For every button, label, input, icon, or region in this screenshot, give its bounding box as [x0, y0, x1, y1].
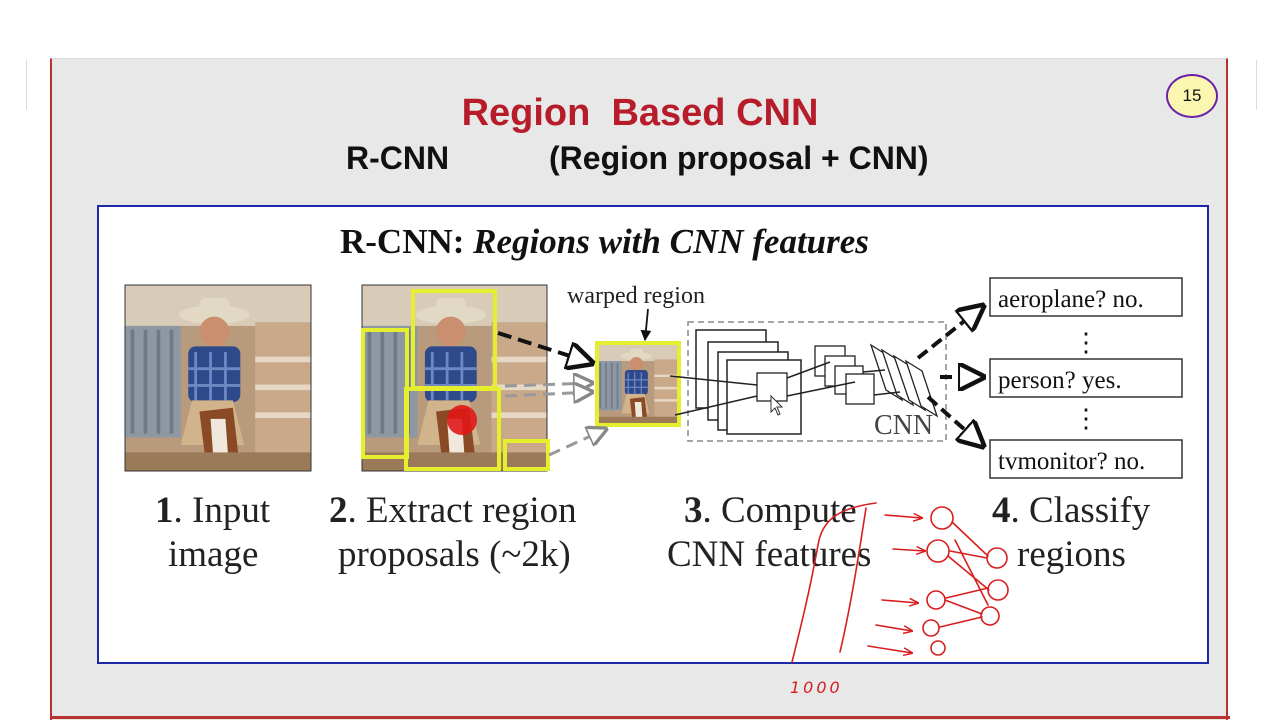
- right-edge-line: [1256, 60, 1257, 110]
- cnn-to-output-arrow: [916, 306, 983, 360]
- step-caption: image: [168, 534, 258, 575]
- subtitle-description: (Region proposal + CNN): [549, 140, 929, 176]
- output-label: person? yes.: [998, 367, 1122, 394]
- output-box: tvmonitor? no.: [989, 439, 1183, 479]
- handwritten-1000: 1000: [790, 678, 843, 697]
- ink-bracket-inner: [839, 507, 867, 653]
- warped-region-label: warped region: [567, 283, 705, 309]
- ink-neuron: [986, 547, 1008, 569]
- ink-neuron: [926, 539, 950, 563]
- proposal-to-warp-arrow: [497, 331, 592, 363]
- step-caption: proposals (~2k): [338, 534, 571, 575]
- ink-neuron: [930, 640, 946, 656]
- output-box: aeroplane? no.: [989, 277, 1183, 317]
- cnn-block: CNN: [669, 321, 947, 442]
- slide-number-badge: 15: [1166, 74, 1218, 118]
- region-proposal-boxes: [361, 289, 550, 471]
- ellipsis-dots: ⋮: [1073, 404, 1099, 433]
- cnn-to-output-arrow: [926, 395, 983, 446]
- ink-neuron: [922, 619, 940, 637]
- input-image: [124, 284, 312, 472]
- mouse-cursor-icon: [770, 394, 784, 416]
- proposals-image: [361, 284, 548, 472]
- output-label: aeroplane? no.: [998, 286, 1144, 313]
- proposal-box-horse: [404, 387, 501, 471]
- slide-title: Region Based CNN: [461, 92, 819, 134]
- handwritten-annotation: [791, 502, 1009, 663]
- output-label: tvmonitor? no.: [998, 448, 1145, 475]
- subtitle-rcnn: R-CNN: [346, 140, 450, 176]
- proposal-to-warp-arrow: [548, 429, 606, 457]
- step-caption: 1. Input: [155, 490, 271, 531]
- warped-label-pointer: [640, 308, 652, 342]
- step-caption: 4. Classify: [992, 490, 1151, 531]
- figure-title: R-CNN: Regions with CNN features: [340, 222, 869, 261]
- step-caption: 3. Compute: [684, 490, 857, 531]
- laser-pointer-dot: [447, 405, 477, 435]
- ellipsis-dots: ⋮: [1073, 328, 1099, 357]
- ink-neuron: [987, 579, 1009, 601]
- left-edge-line: [26, 60, 27, 110]
- step-caption: regions: [1017, 534, 1126, 575]
- ink-neuron: [930, 506, 954, 530]
- ink-neuron: [980, 606, 1000, 626]
- warped-region-image: [595, 341, 681, 427]
- slide-bottom-border: [50, 716, 1230, 719]
- ink-bracket-left: [791, 502, 877, 663]
- ink-neuron: [926, 590, 946, 610]
- step-caption: 2. Extract region: [329, 490, 577, 531]
- cnn-label: CNN: [874, 410, 933, 441]
- step-caption: CNN features: [667, 534, 871, 575]
- output-box: person? yes.: [989, 358, 1183, 398]
- proposal-to-warp-arrow: [504, 383, 592, 386]
- proposal-box-small: [503, 439, 550, 471]
- proposal-to-warp-arrow: [504, 392, 592, 396]
